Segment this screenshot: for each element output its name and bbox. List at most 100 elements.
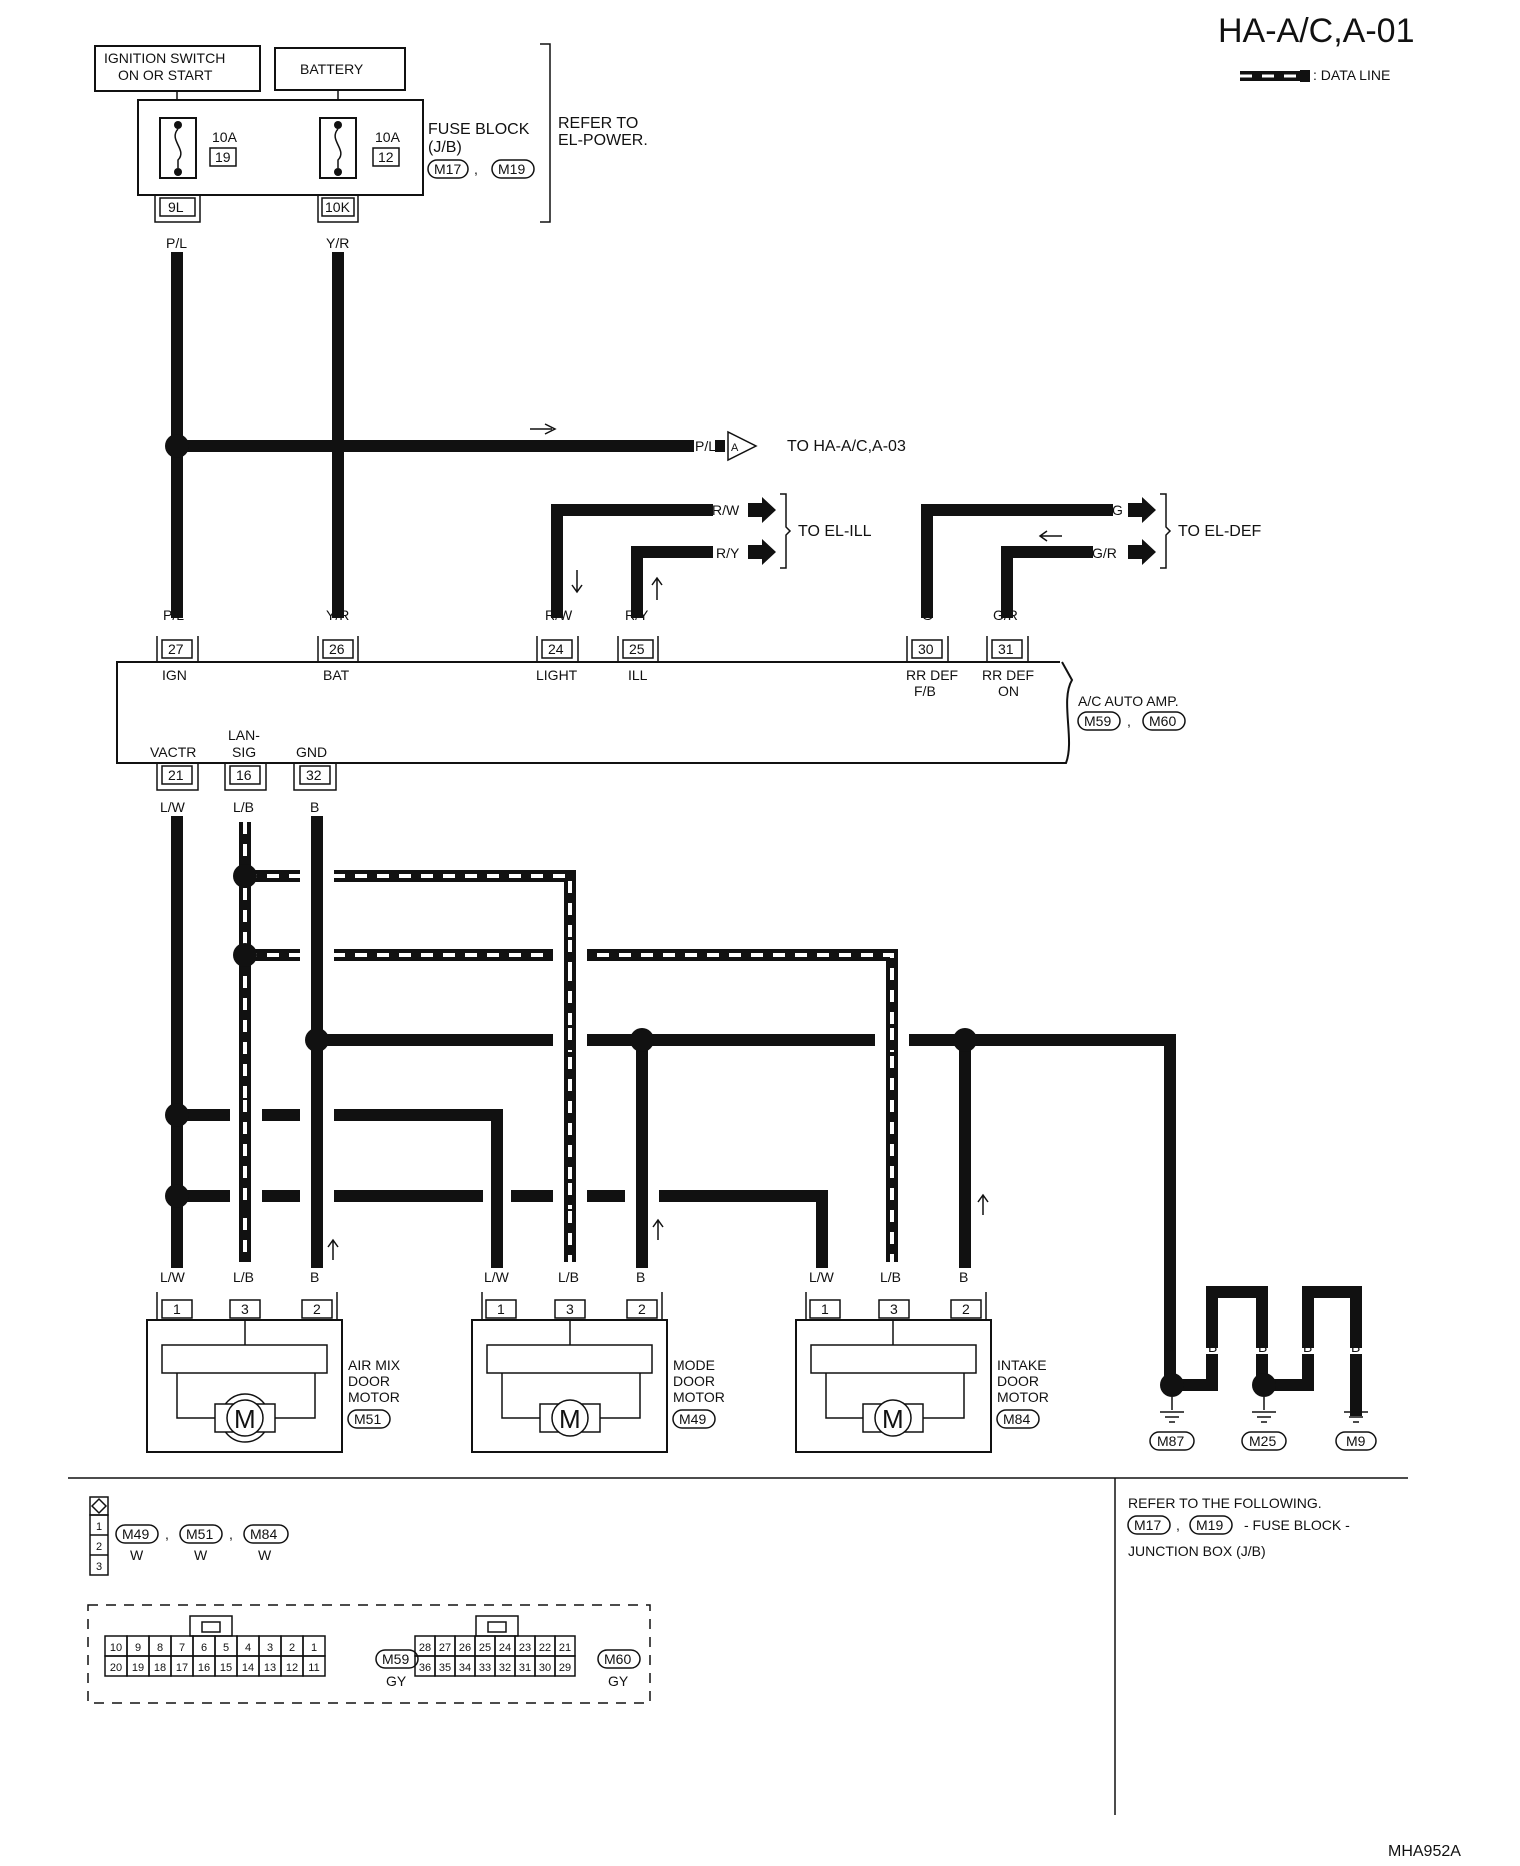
wire-yr-top: Y/R: [326, 235, 349, 251]
amp-top-pin-25: R/Y 25 ILL: [617, 607, 659, 683]
motor-icon: [874, 1399, 912, 1437]
m59-cavity-number: 19: [132, 1662, 144, 1674]
amp-top-pin-30: G 30 RR DEF F/B: [906, 607, 958, 699]
air-mix-door-motor: L/W L/B B 1 3 2 M AIR MIX DOOR MOTOR M51: [146, 1269, 401, 1453]
motor2-name2: DOOR: [673, 1373, 715, 1389]
m59-cavity-number: 9: [135, 1642, 141, 1654]
amp-top-label-26: BAT: [323, 667, 350, 683]
m59-cavity-number: 15: [220, 1662, 232, 1674]
refer-label-1: REFER TO: [558, 115, 638, 132]
amp-top-wire-31: G/R: [993, 607, 1018, 623]
to-el-ill: TO EL-ILL: [798, 523, 872, 540]
ground-conn-m25: M25: [1249, 1433, 1276, 1449]
amp-top-wire-24: R/W: [545, 607, 573, 623]
amp-top-num-27: 27: [168, 641, 184, 657]
motor3-pin2: 2: [962, 1301, 970, 1317]
motor3-pin1: 1: [821, 1301, 829, 1317]
m59-cavity-number: 4: [245, 1642, 251, 1654]
refer-following: REFER TO THE FOLLOWING.: [1128, 1495, 1322, 1511]
refer-conn-m19: M19: [1196, 1517, 1223, 1533]
m60-cavity-number: 22: [539, 1642, 551, 1654]
arrow-up-icon: [652, 1218, 664, 1240]
m60-cavity: [554, 1655, 576, 1677]
fuse-terminal-10k: 10K: [317, 196, 359, 223]
wire-rw-right: R/W: [712, 502, 740, 518]
fuse-block: 10A 19 10A 12: [137, 99, 424, 196]
fuse-block-connectors: M17 , M19: [427, 159, 535, 179]
motor2-pin2: 2: [638, 1301, 646, 1317]
to-haac-text: TO HA-A/C,A-03: [787, 438, 906, 455]
arrow-up-icon: [977, 1193, 989, 1215]
motor3-wire-b: B: [959, 1269, 968, 1285]
fuse1-number: 19: [215, 149, 231, 165]
motor1-pin2: 2: [313, 1301, 321, 1317]
amp-top-wire-25: R/Y: [625, 607, 649, 623]
wire-ry-right: R/Y: [716, 545, 740, 561]
m60-cavity-number: 23: [519, 1642, 531, 1654]
amp-name: A/C AUTO AMP.: [1078, 693, 1179, 709]
legend-conn-m84: M84: [250, 1526, 277, 1542]
motor2-conn: M49: [679, 1411, 706, 1427]
amp-conn2: M60: [1149, 713, 1176, 729]
m59-cavity-number: 16: [198, 1662, 210, 1674]
pin-legend-3: 3: [96, 1561, 102, 1573]
legend-sep-1: ,: [165, 1526, 169, 1542]
ground-conn-m9: M9: [1346, 1433, 1366, 1449]
arrow-right-icon: [1128, 497, 1156, 523]
m59-cavity-number: 5: [223, 1642, 229, 1654]
motor2-name1: MODE: [673, 1357, 715, 1373]
to-el-def: TO EL-DEF: [1178, 523, 1262, 540]
fuse1-rating: 10A: [212, 129, 238, 145]
amp-top-pin-27: P/L 27 IGN: [156, 607, 199, 683]
wire-pl-top: P/L: [166, 235, 187, 251]
m59-cavity: [302, 1655, 326, 1677]
motor3-conn: M84: [1003, 1411, 1030, 1427]
legend-color-m49: W: [130, 1547, 144, 1563]
amp-top-num-25: 25: [629, 641, 645, 657]
m59-conn: M59: [382, 1651, 409, 1667]
m59-cavity-number: 10: [110, 1642, 122, 1654]
pin-legend-2: 2: [96, 1541, 102, 1553]
motor1-wire-lw: L/W: [160, 1269, 186, 1285]
amp-bottom-num-32: 32: [306, 767, 322, 783]
motor2-wire-lb: L/B: [558, 1269, 579, 1285]
ground-section: B B B B B M87 M25: [1149, 1286, 1377, 1451]
amp-top-pin-24: R/W 24 LIGHT: [536, 607, 579, 683]
legend-conn-m49: M49: [122, 1526, 149, 1542]
m60-cavity-number: 29: [559, 1662, 571, 1674]
el-def-bracket: [1160, 493, 1172, 569]
splice-pl: [165, 434, 189, 458]
amp-bottom-label-21: VACTR: [150, 744, 196, 760]
fuse-terminal-9l-label: 9L: [168, 199, 184, 215]
motor3-symbol: M: [882, 1404, 904, 1434]
m59-cavity-number: 3: [267, 1642, 273, 1654]
motor3-wire-lb: L/B: [880, 1269, 901, 1285]
ground-icon: [1252, 1411, 1276, 1423]
motor3-name3: MOTOR: [997, 1389, 1049, 1405]
connector-a-icon: [727, 430, 758, 462]
m60-cavity-number: 33: [479, 1662, 491, 1674]
arrow-right-icon: [748, 539, 776, 565]
motor1-name3: MOTOR: [348, 1389, 400, 1405]
connector-pin-legend: 1 2 3 M49 , M51 , M84 W W W: [89, 1496, 289, 1576]
connector-face-frame: [87, 1604, 651, 1704]
motor3-name2: DOOR: [997, 1373, 1039, 1389]
amp-top-label-27: IGN: [162, 667, 187, 683]
page-title: HA-A/C,A-01: [1218, 12, 1415, 50]
amp-top-label-24: LIGHT: [536, 667, 578, 683]
fuse-conn2: M19: [498, 161, 525, 177]
arrow-right-icon: [1128, 539, 1156, 565]
fuse2-number: 12: [378, 149, 394, 165]
amp-top-wire-30: G: [922, 607, 933, 623]
m59-cavity-number: 1: [311, 1642, 317, 1654]
ignition-label-1: IGNITION SWITCH: [104, 50, 225, 66]
intake-door-motor: L/W L/B B 1 3 2 M INTAKE DOOR MOTOR M84: [795, 1269, 1049, 1453]
fuse-block-label-2: (J/B): [428, 139, 462, 156]
m59-cavity-number: 8: [157, 1642, 163, 1654]
m60-cavity-number: 31: [519, 1662, 531, 1674]
amp-bottom-label-32: GND: [296, 744, 327, 760]
m60-conn: M60: [604, 1651, 631, 1667]
arrow-up-icon: [651, 576, 663, 600]
ground-conn-m87: M87: [1157, 1433, 1184, 1449]
m60-cavity-number: 24: [499, 1642, 511, 1654]
